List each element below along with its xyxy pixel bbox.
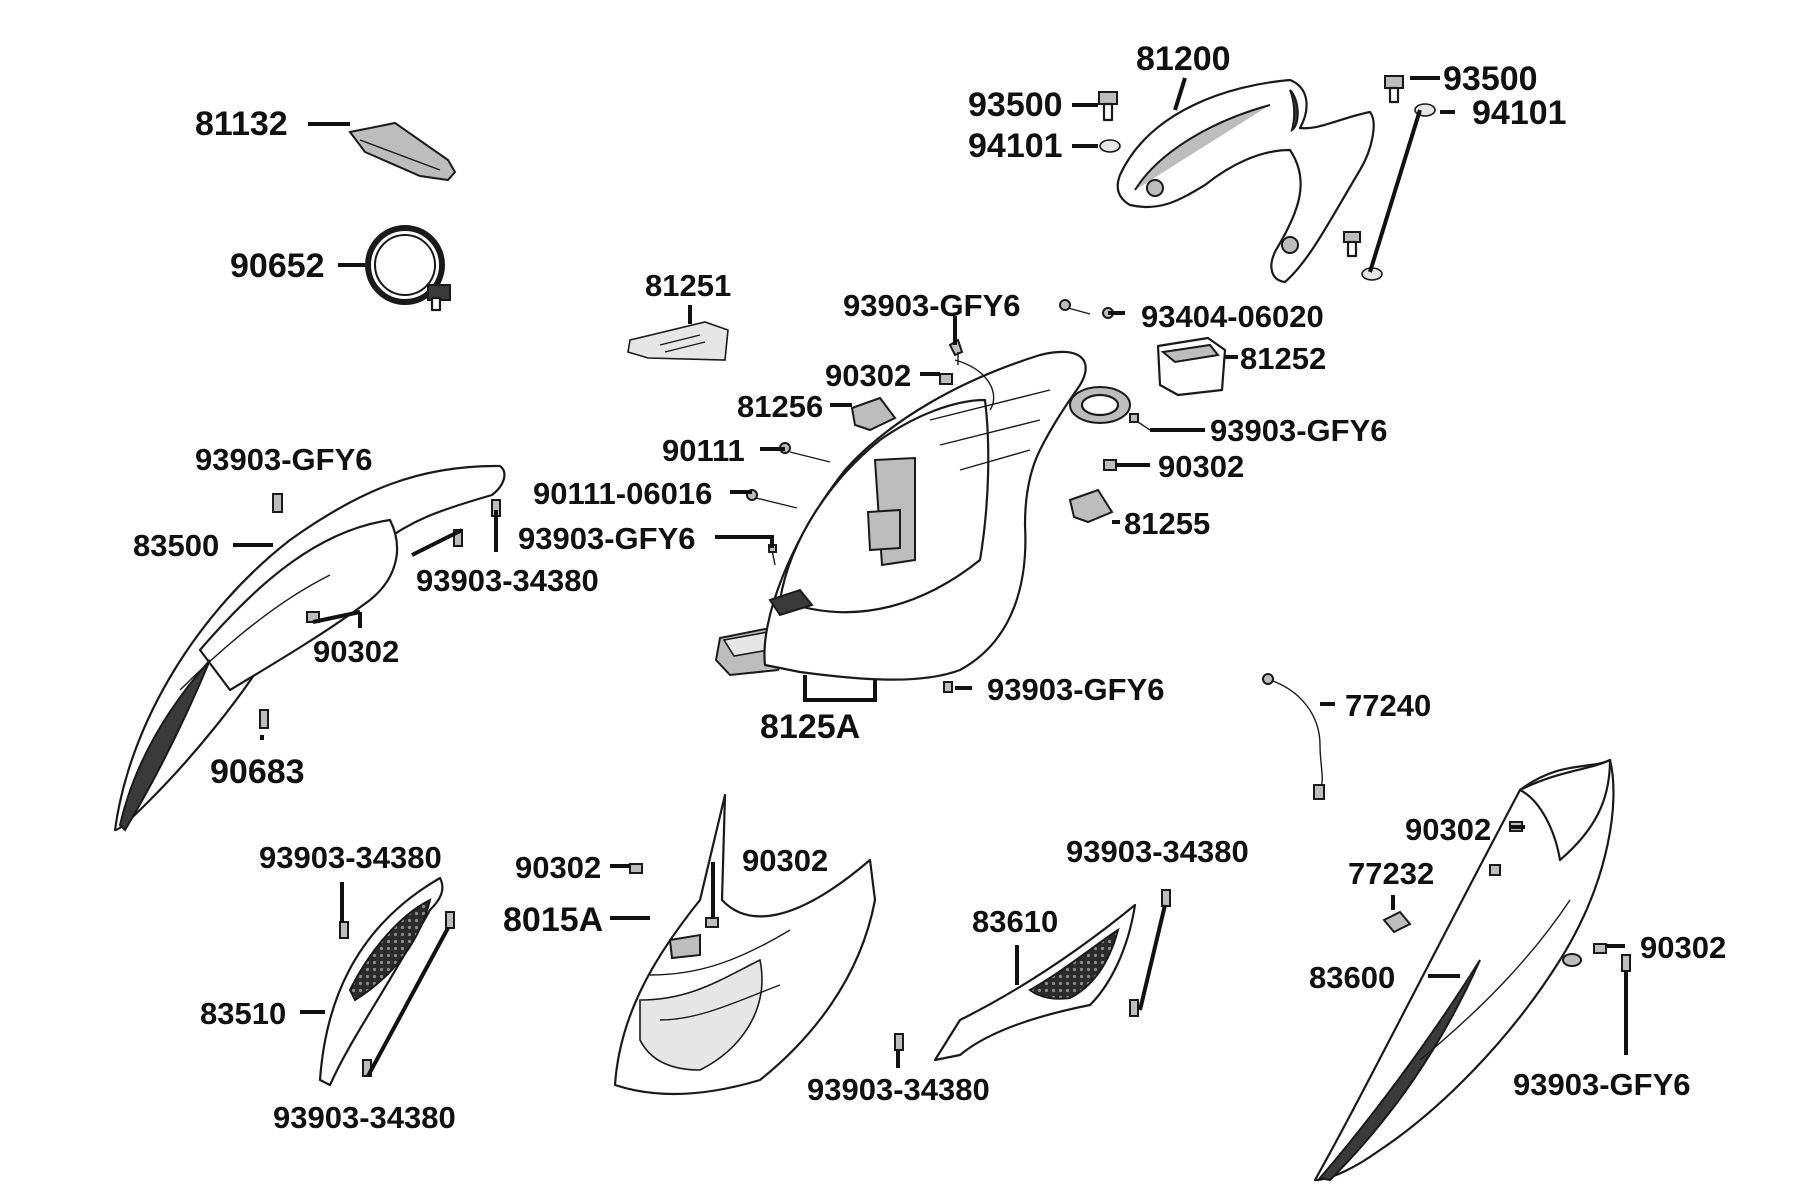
label-90302-side-b: 90302	[1640, 930, 1726, 965]
label-93903-34380-d: 93903-34380	[273, 1100, 456, 1135]
leader-lines	[233, 76, 1628, 1077]
part-81252	[1156, 336, 1227, 397]
label-83610: 83610	[972, 904, 1058, 939]
label-94101-left: 94101	[968, 127, 1063, 165]
label-90302-mid: 90302	[825, 358, 911, 393]
label-81256: 81256	[737, 389, 823, 424]
label-83600: 83600	[1309, 960, 1395, 995]
label-90683: 90683	[210, 753, 305, 791]
label-93404-06020: 93404-06020	[1141, 299, 1324, 334]
part-81255	[1068, 488, 1114, 524]
label-83510: 83510	[200, 996, 286, 1031]
part-8015A	[613, 793, 877, 1096]
label-90111: 90111	[662, 433, 745, 468]
label-93903-gfy6-side: 93903-GFY6	[1513, 1067, 1691, 1102]
part-77232	[1382, 910, 1412, 934]
label-81252: 81252	[1240, 341, 1326, 376]
part-81251	[627, 321, 729, 361]
part-94101-left	[1099, 139, 1121, 153]
label-81132: 81132	[195, 105, 288, 143]
part-81200	[1116, 78, 1375, 284]
label-93903-gfy6-top: 93903-GFY6	[843, 288, 1021, 323]
label-93903-gfy6-right: 93903-GFY6	[1210, 413, 1388, 448]
label-8015A: 8015A	[503, 901, 603, 939]
label-90111-06016: 90111-06016	[533, 476, 712, 511]
label-93903-34380-left: 93903-34380	[416, 563, 599, 598]
label-90302-side-a: 90302	[1405, 812, 1491, 847]
label-77240: 77240	[1345, 688, 1431, 723]
label-93903-gfy6-center: 93903-GFY6	[195, 442, 373, 477]
label-93903-34380-b: 93903-34380	[1066, 834, 1249, 869]
part-93500-left	[1098, 91, 1118, 122]
part-83500	[113, 464, 506, 832]
label-81255: 81255	[1124, 506, 1210, 541]
part-81132	[348, 121, 457, 182]
part-helmet-box	[763, 350, 1131, 681]
label-94101-right: 94101	[1472, 94, 1567, 132]
label-93500-right: 93500	[1443, 60, 1538, 98]
part-90652	[365, 225, 451, 312]
label-93903-gfy6-left: 93903-GFY6	[518, 521, 696, 556]
label-93500-left: 93500	[968, 86, 1063, 124]
label-90302-front-a: 90302	[515, 850, 601, 885]
label-93903-34380-c: 93903-34380	[807, 1072, 990, 1107]
part-83600	[1313, 758, 1615, 1182]
part-83610	[933, 903, 1137, 1062]
label-90302-right: 90302	[1158, 449, 1244, 484]
label-93903-gfy6-bottom: 93903-GFY6	[987, 672, 1165, 707]
part-81256	[850, 396, 897, 432]
label-90302-front-b: 90302	[742, 843, 828, 878]
part-83510	[318, 876, 444, 1087]
part-93500-right	[1343, 75, 1404, 258]
part-77240	[1262, 673, 1325, 800]
label-81251: 81251	[645, 268, 731, 303]
label-81200: 81200	[1136, 40, 1231, 78]
label-90652: 90652	[230, 247, 325, 285]
label-90302-left: 90302	[313, 634, 399, 669]
part-labels: 81132 90652 81200 93500 94101 93500 9410…	[133, 40, 1726, 1135]
label-8125A: 8125A	[760, 708, 860, 746]
label-93903-34380-a: 93903-34380	[259, 840, 442, 875]
label-77232: 77232	[1348, 856, 1434, 891]
label-83500: 83500	[133, 528, 219, 563]
